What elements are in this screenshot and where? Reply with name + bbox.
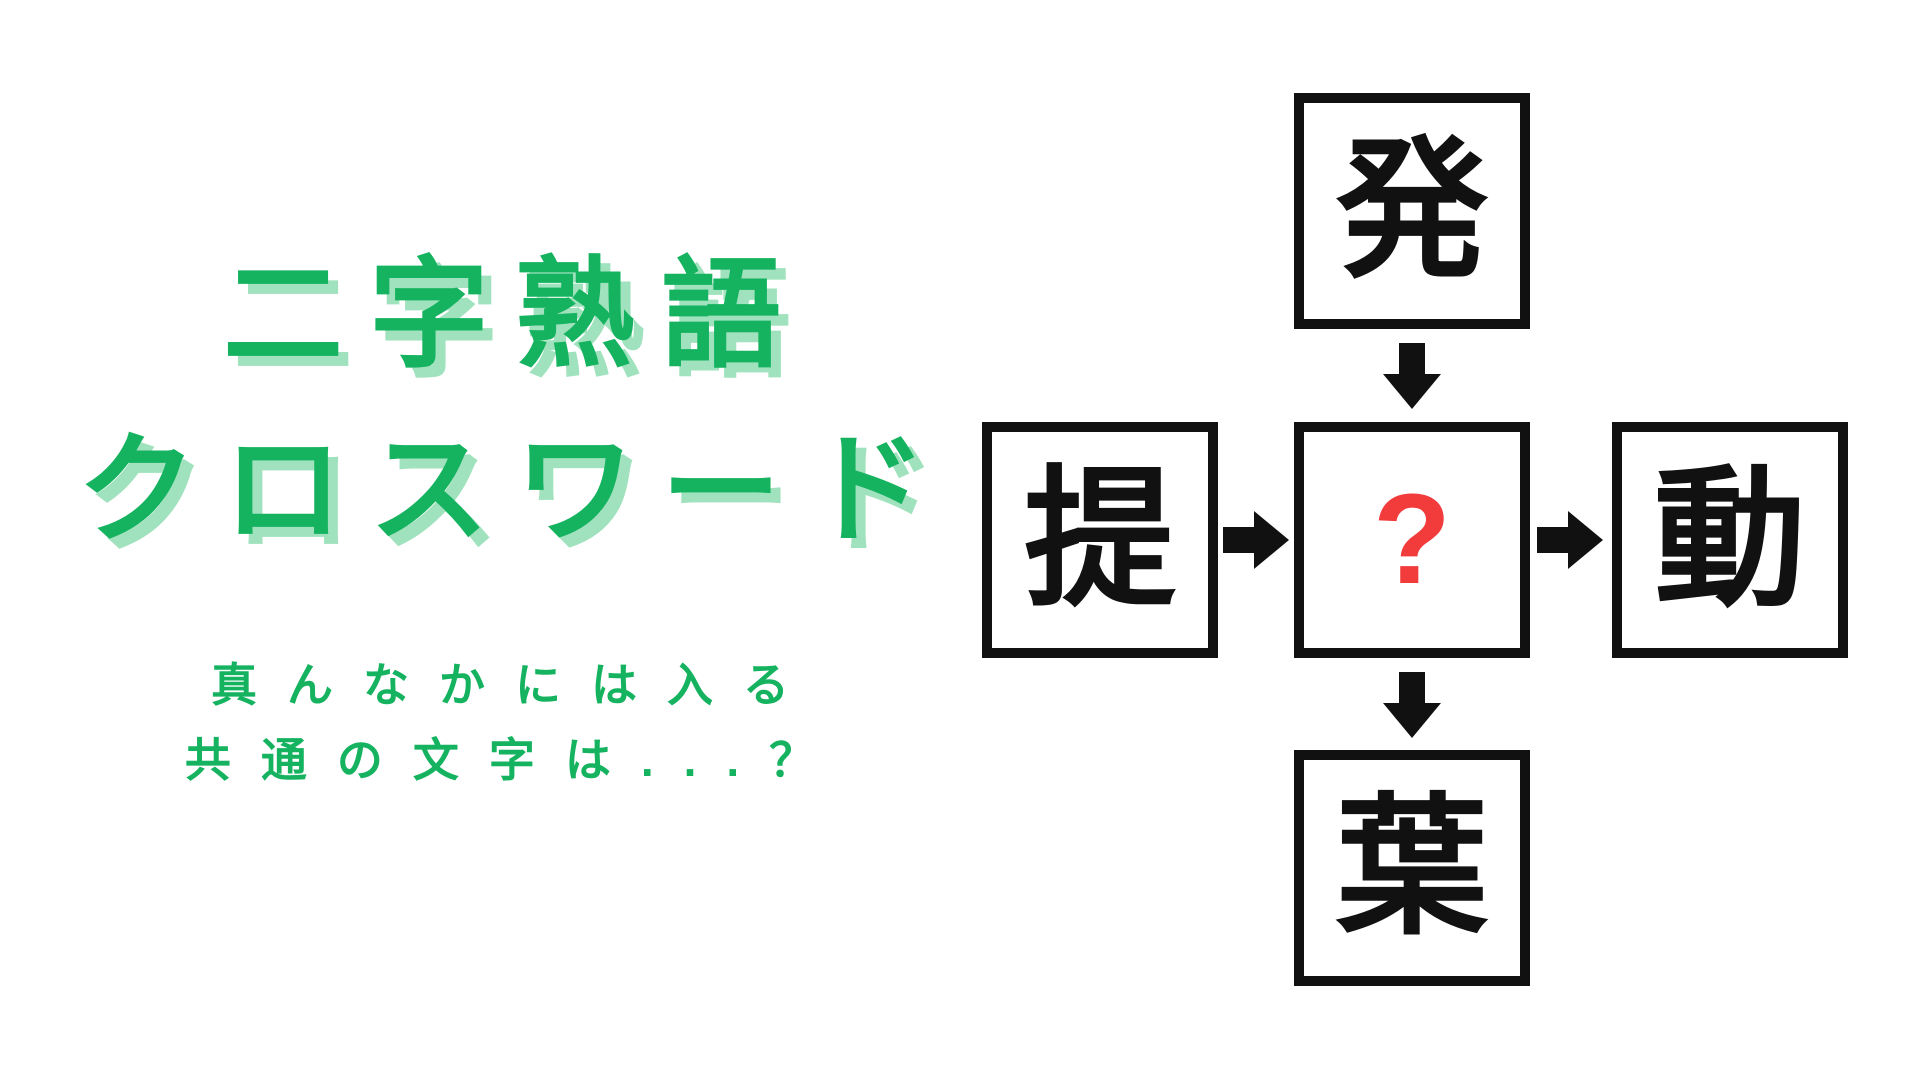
subtitle-line-2: 共通の文字は...？ xyxy=(184,733,846,786)
title-line-1: 二字熟語 xyxy=(223,248,807,382)
puzzle-cell-left-char: 提 xyxy=(1024,455,1176,625)
page-title: 二字熟語 クロスワード xyxy=(45,228,985,578)
arrow-right-icon xyxy=(1223,511,1289,569)
intro-text-block: 二字熟語 クロスワード 真んなかには入る 共通の文字は...？ xyxy=(45,0,985,1080)
puzzle-cell-top-char: 発 xyxy=(1336,126,1488,296)
arrow-down-icon xyxy=(1383,343,1441,409)
arrow-right-icon xyxy=(1537,511,1603,569)
puzzle-cell-top: 発 xyxy=(1294,93,1530,329)
puzzle-cell-left: 提 xyxy=(982,422,1218,658)
puzzle-cell-bottom: 葉 xyxy=(1294,750,1530,986)
puzzle-cell-center: ? xyxy=(1294,422,1530,658)
arrow-down-icon xyxy=(1383,672,1441,738)
puzzle-question-mark: ? xyxy=(1372,468,1452,611)
subtitle: 真んなかには入る 共通の文字は...？ xyxy=(45,648,985,798)
puzzle-cell-right: 動 xyxy=(1612,422,1848,658)
puzzle-cell-bottom-char: 葉 xyxy=(1336,783,1488,953)
subtitle-line-1: 真んなかには入る xyxy=(211,659,819,711)
title-line-2: クロスワード xyxy=(77,423,953,558)
puzzle-cell-right-char: 動 xyxy=(1654,455,1806,625)
